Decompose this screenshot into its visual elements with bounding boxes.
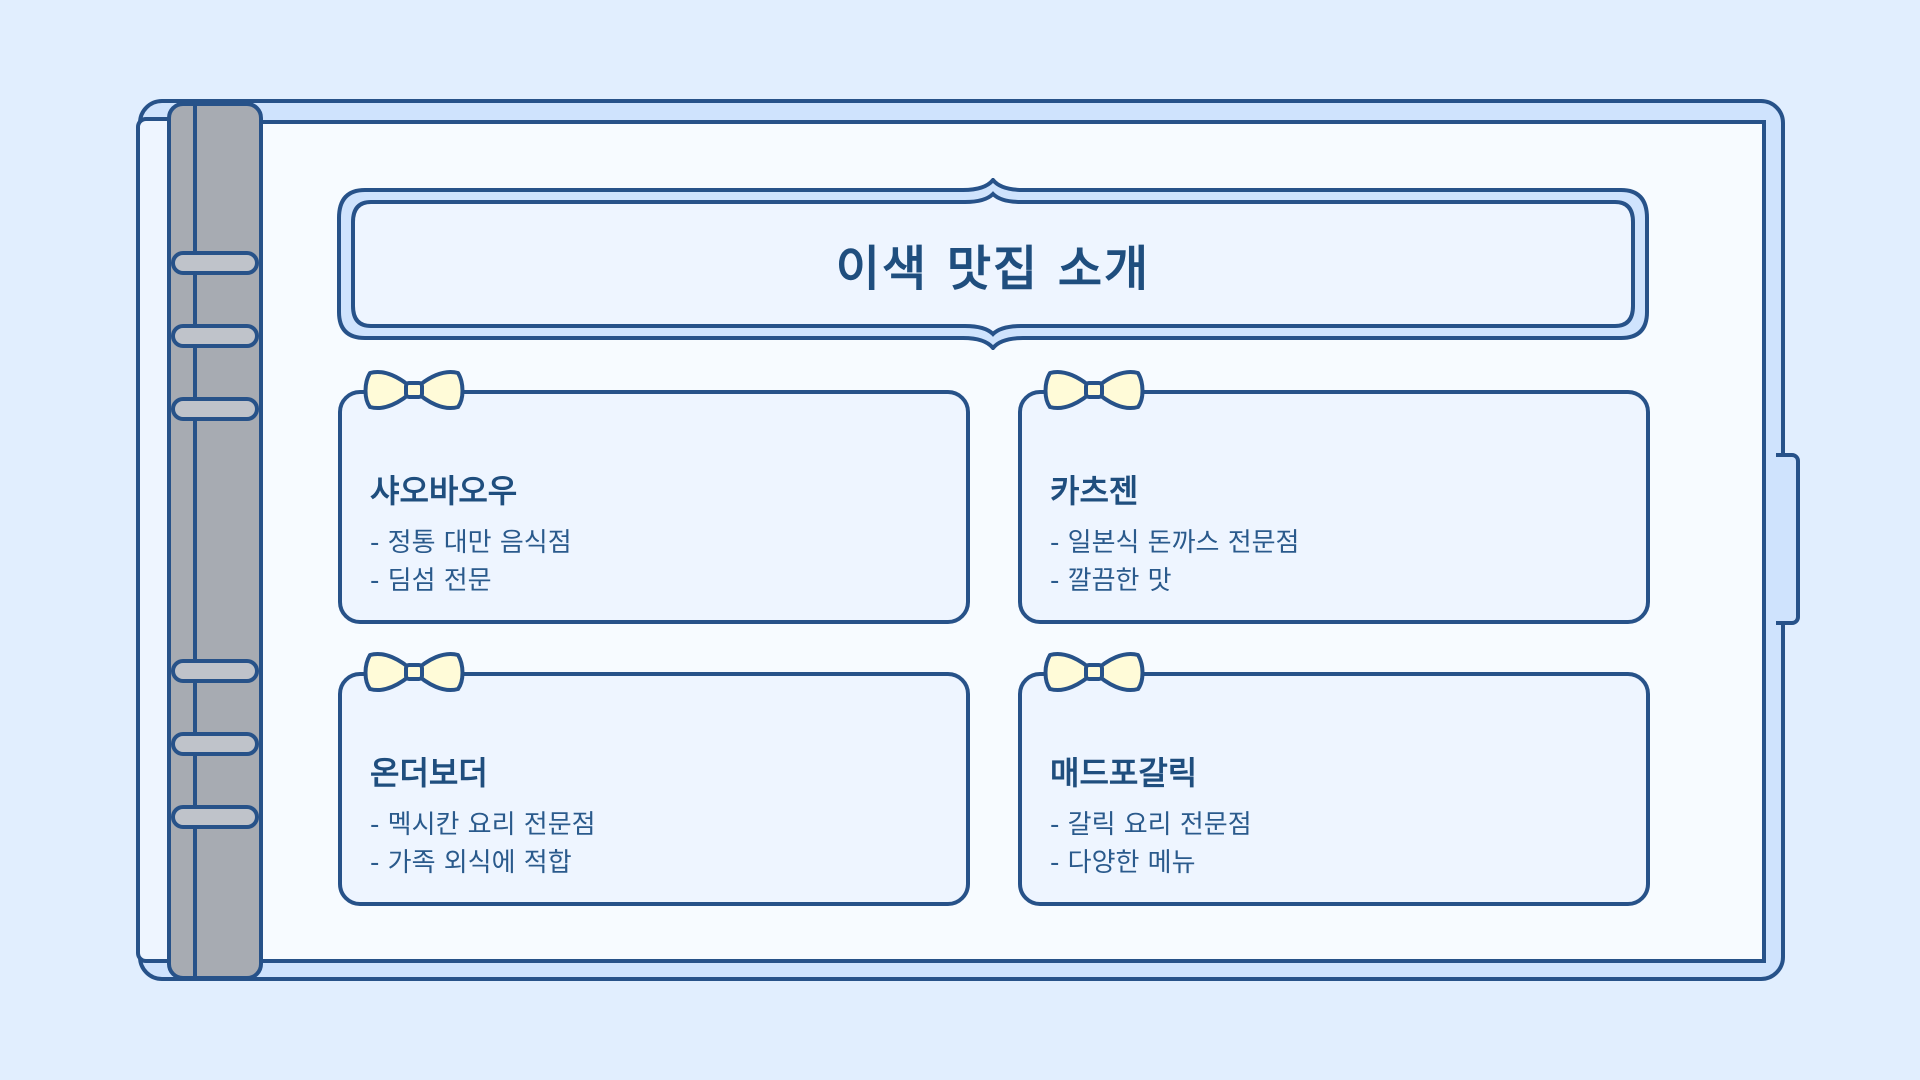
restaurant-name: 매드포갈릭 [1050, 754, 1198, 792]
bow-icon [362, 647, 466, 697]
binder-ring-icon [171, 732, 259, 756]
restaurant-name: 온더보더 [370, 754, 488, 792]
restaurant-name: 샤오바오우 [370, 472, 518, 510]
restaurant-detail: - 딤섬 전문 [370, 566, 492, 596]
restaurant-card: 매드포갈릭 - 갈릭 요리 전문점 - 다양한 메뉴 [1018, 672, 1650, 906]
restaurant-detail: - 가족 외식에 적합 [370, 848, 572, 878]
bow-icon [362, 365, 466, 415]
restaurant-card: 카츠젠 - 일본식 돈까스 전문점 - 깔끔한 맛 [1018, 390, 1650, 624]
title-banner: 이색 맛집 소개 [335, 176, 1651, 352]
restaurant-card: 샤오바오우 - 정통 대만 음식점 - 딤섬 전문 [338, 390, 970, 624]
bow-icon [1042, 365, 1146, 415]
binder-ring-icon [171, 805, 259, 829]
restaurant-name: 카츠젠 [1050, 472, 1139, 510]
binder-ring-icon [171, 397, 259, 421]
binder-ring-icon [171, 324, 259, 348]
restaurant-detail: - 다양한 메뉴 [1050, 848, 1196, 878]
restaurant-detail: - 멕시칸 요리 전문점 [370, 810, 596, 840]
spine-divider [193, 104, 197, 978]
restaurant-detail: - 일본식 돈까스 전문점 [1050, 528, 1300, 558]
binder-tab [1776, 453, 1800, 625]
restaurant-detail: - 깔끔한 맛 [1050, 566, 1172, 596]
restaurant-detail: - 정통 대만 음식점 [370, 528, 572, 558]
restaurant-detail: - 갈릭 요리 전문점 [1050, 810, 1252, 840]
binder-spine [167, 102, 263, 980]
binder-ring-icon [171, 251, 259, 275]
restaurant-card: 온더보더 - 멕시칸 요리 전문점 - 가족 외식에 적합 [338, 672, 970, 906]
page-title: 이색 맛집 소개 [835, 241, 1151, 297]
banner-frame [337, 176, 1649, 352]
bow-icon [1042, 647, 1146, 697]
binder-ring-icon [171, 659, 259, 683]
